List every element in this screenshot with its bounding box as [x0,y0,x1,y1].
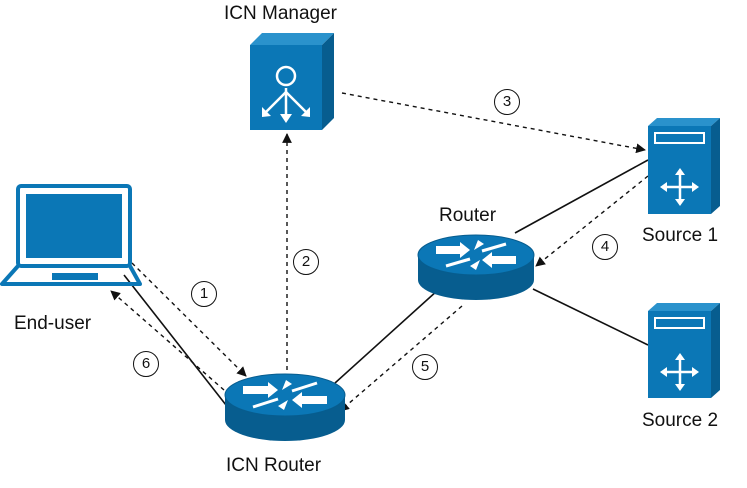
icn-manager-label: ICN Manager [224,3,337,24]
source2-server-icon [648,303,720,398]
step-4-badge: 4 [592,234,618,260]
step-5-badge: 5 [412,354,438,380]
source1-label: Source 1 [642,225,719,246]
arrow-step-1 [131,262,247,377]
source1-server-icon [648,118,720,214]
router-label: Router [439,205,497,226]
step-1-badge: 1 [191,281,217,307]
server-manager-icon [250,33,334,130]
step-2-badge: 2 [293,249,319,275]
laptop-icon [0,184,142,286]
router-icon [417,234,535,300]
arrow-step-3 [341,92,646,154]
step-3-badge: 3 [494,89,520,115]
arrow-step-4 [535,175,649,267]
arrow-step-6 [110,290,225,391]
link-router-to-source1 [514,159,649,234]
arrow-step-5 [339,305,463,412]
source2-label: Source 2 [642,410,719,431]
link-icn-router-to-router [334,289,439,384]
step-6-badge: 6 [133,351,159,377]
icn-router-icon [224,373,346,441]
end-user-label: End-user [14,313,92,334]
link-router-to-source2 [532,288,649,346]
link-enduser-to-icn-router [123,274,227,406]
icn-router-label: ICN Router [226,455,322,476]
